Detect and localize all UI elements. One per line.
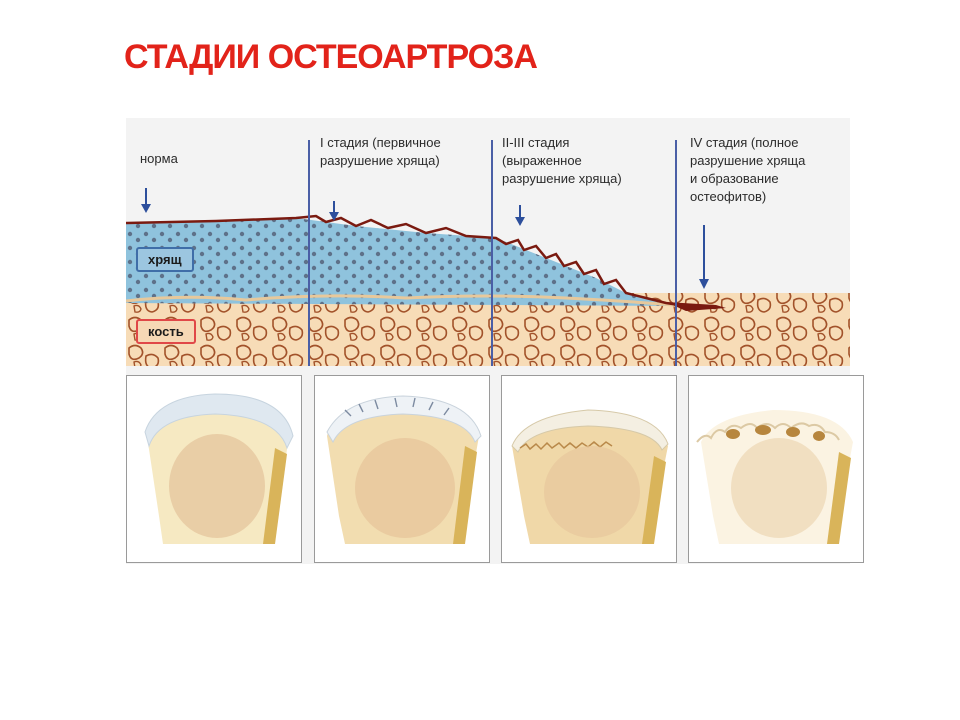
stage-label-2-3: II-III стадия (выраженное разрушение хря… (502, 135, 622, 186)
page-title: СТАДИИ ОСТЕОАРТРОЗА (124, 38, 538, 76)
surface-erosion-line (126, 214, 717, 310)
arrow-down-icon (515, 205, 525, 226)
arrow-down-icon (141, 188, 151, 213)
stage-label-1: I стадия (первичное разрушение хряща) (320, 135, 441, 168)
arrow-down-icon (329, 201, 339, 221)
cross-section-illustration (126, 140, 850, 366)
cartilage-label: хрящ (136, 247, 194, 272)
arrow-down-icon (699, 225, 709, 289)
joint-panel-normal (126, 375, 302, 563)
stage-label-normal: норма (140, 151, 178, 166)
joint-panel-stage2-3 (501, 375, 677, 563)
bone-label: кость (136, 319, 196, 344)
stage-label-4: IV стадия (полное разрушение хряща и обр… (690, 135, 806, 204)
joint-panel-stage4 (688, 375, 864, 563)
osteoarthritis-diagram: норма I стадия (первичное разрушение хря… (126, 118, 864, 564)
joint-panel-stage1 (314, 375, 490, 563)
